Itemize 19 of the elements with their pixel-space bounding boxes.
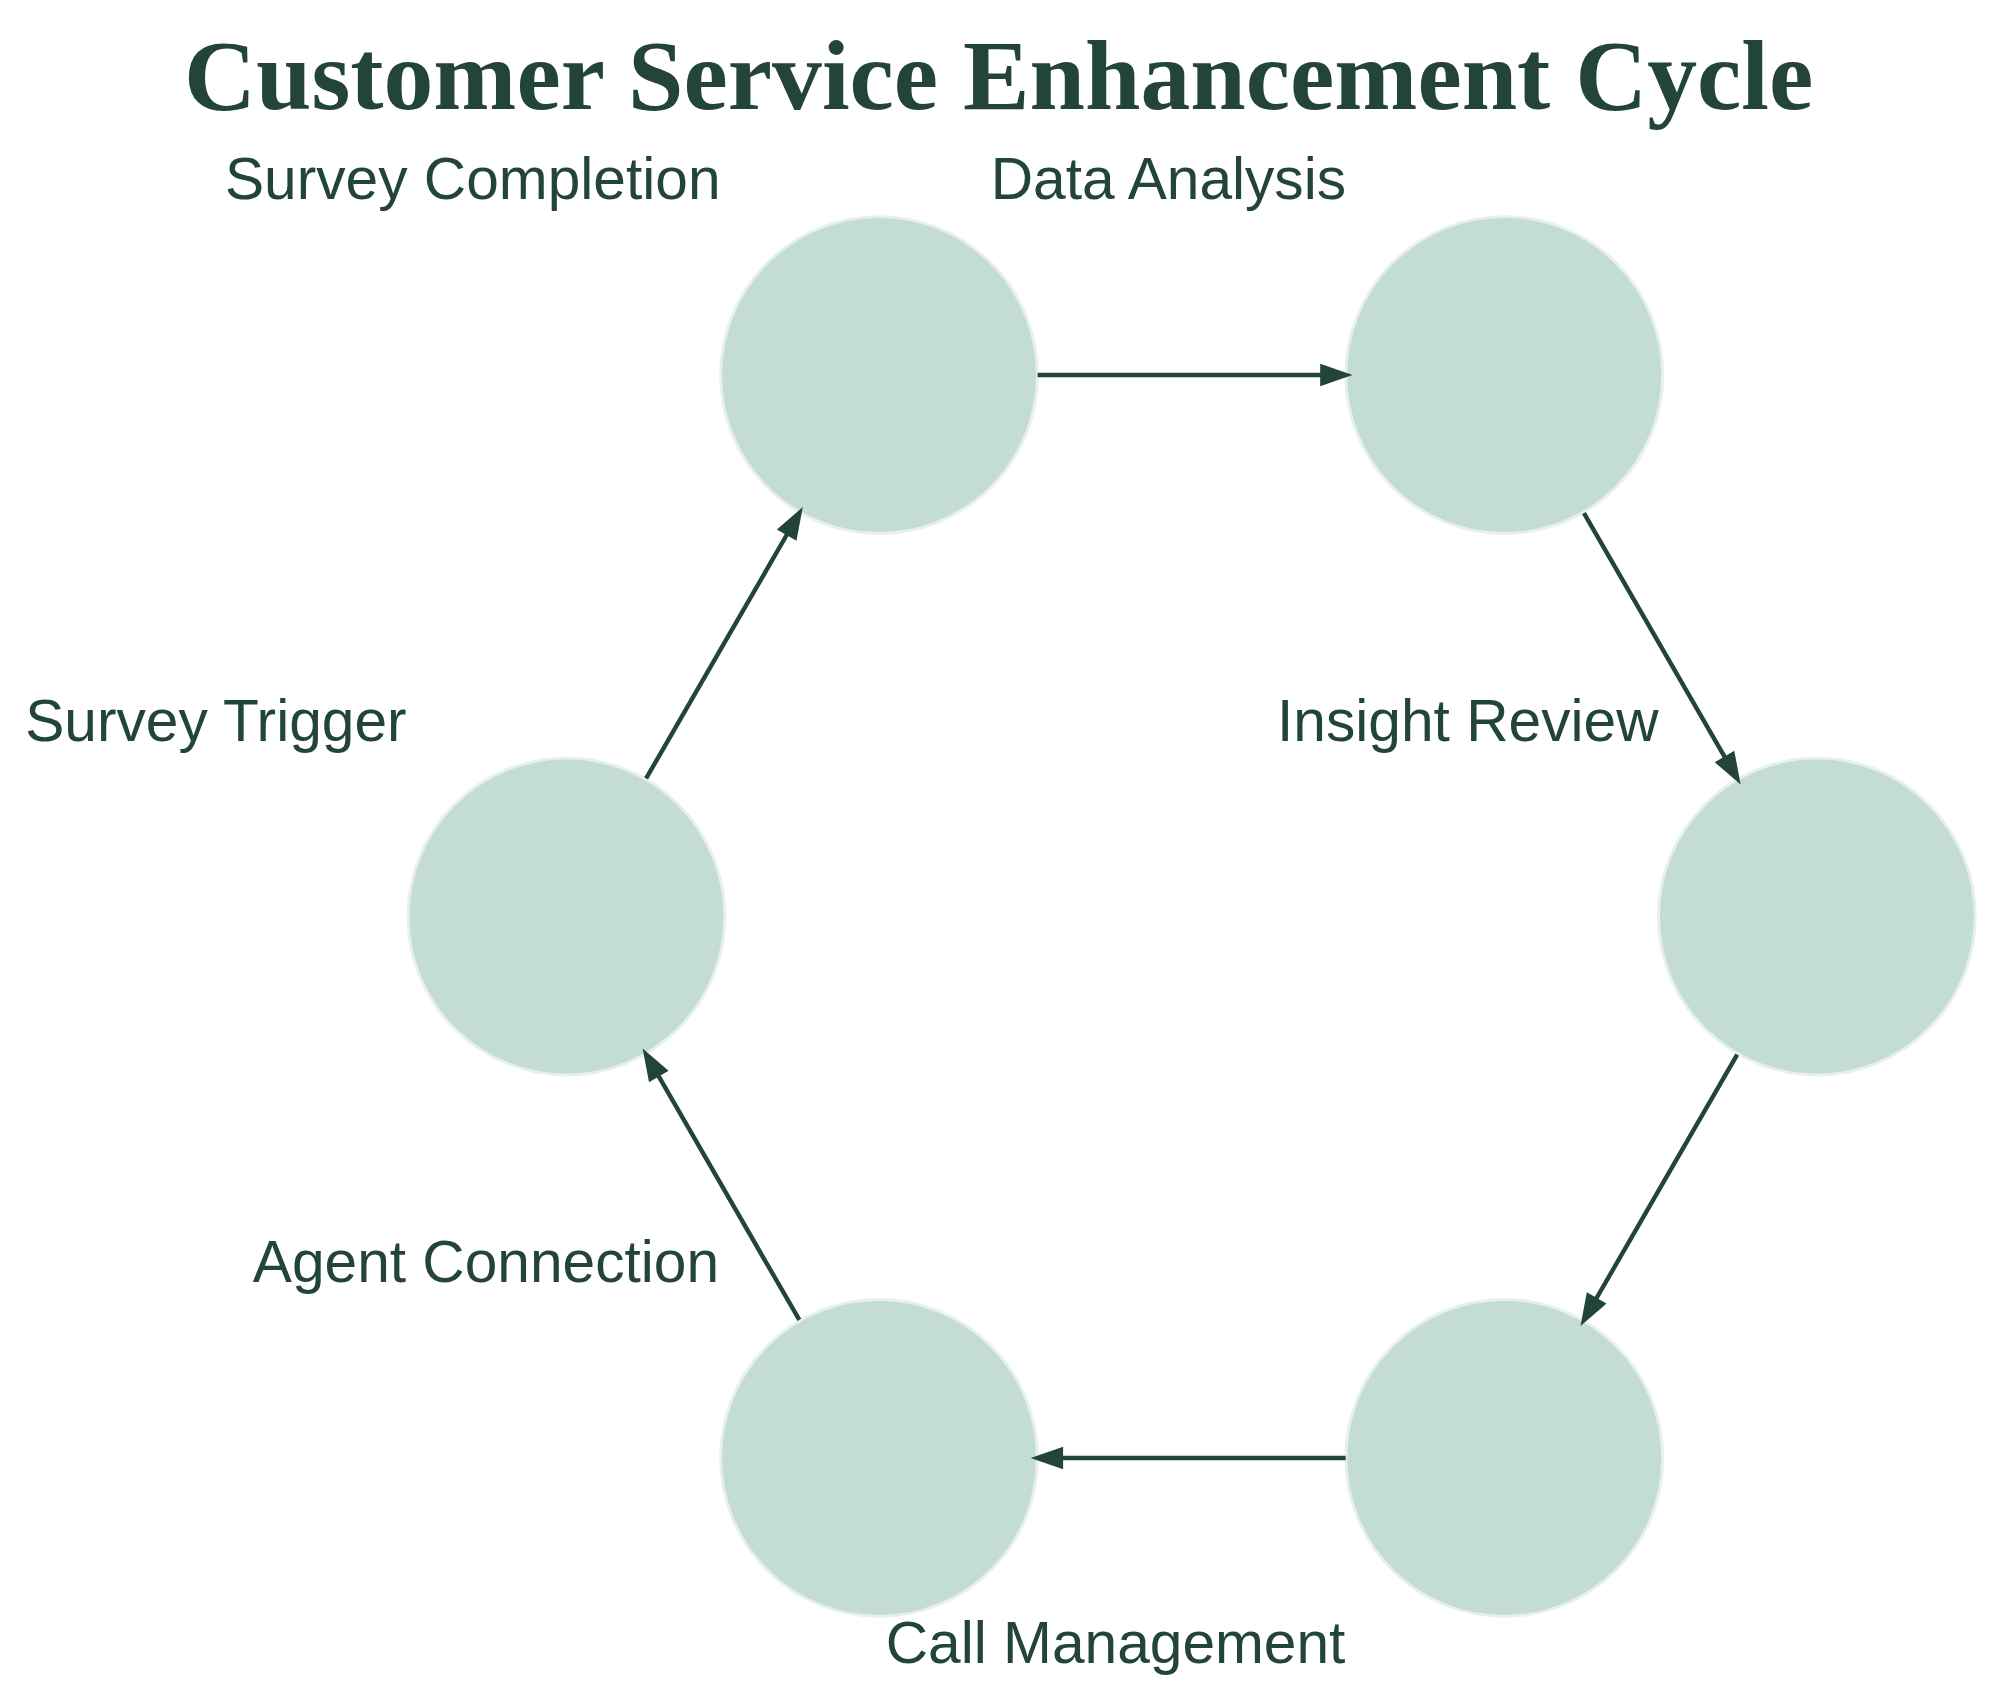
node-circle bbox=[719, 1298, 1039, 1618]
arrow bbox=[644, 507, 803, 780]
node-circle bbox=[1657, 756, 1977, 1077]
arrow bbox=[1582, 512, 1741, 785]
node-circle bbox=[719, 215, 1039, 535]
diagram-title: Customer Service Enhancement Cycle bbox=[184, 19, 1814, 131]
node-label: Call Management bbox=[885, 1610, 1346, 1676]
arrow bbox=[1037, 363, 1353, 387]
arrow bbox=[1580, 1053, 1740, 1326]
node-circle bbox=[1344, 1298, 1665, 1618]
arrow bbox=[1030, 1446, 1346, 1470]
node-label: Survey Completion bbox=[224, 146, 721, 212]
node-circle bbox=[406, 756, 727, 1077]
node-label: Data Analysis bbox=[990, 146, 1347, 212]
node-circle bbox=[1344, 215, 1665, 535]
node-label: Survey Trigger bbox=[25, 687, 407, 753]
node-label: Insight Review bbox=[1277, 687, 1659, 753]
arrow bbox=[642, 1048, 802, 1322]
node-label: Agent Connection bbox=[252, 1228, 720, 1294]
